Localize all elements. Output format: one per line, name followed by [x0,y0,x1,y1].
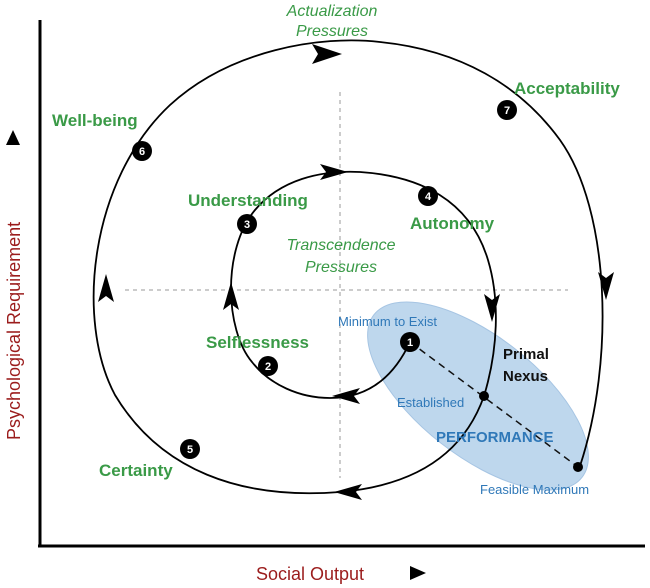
svg-text:2: 2 [265,361,271,373]
performance-line [409,341,579,468]
transcendence-line1: Transcendence [286,237,395,254]
x-axis-arrow-icon [410,566,426,580]
minimum-to-exist-label: Minimum to Exist [338,314,437,329]
established-label: Established [397,395,464,410]
svg-text:6: 6 [139,146,145,158]
actualization-line1: Actualization [286,3,378,20]
svg-text:1: 1 [407,337,413,349]
label-certainty: Certainty [99,461,173,480]
label-understanding: Understanding [188,191,308,210]
primal-label: Primal [503,346,549,363]
inner-spiral [230,170,497,399]
x-axis-label: Social Output [256,564,364,584]
arrow-top [312,44,342,64]
svg-text:7: 7 [504,105,510,117]
stage-marker-7: 7 [497,100,517,120]
arrow-inner-left [223,282,239,310]
y-axis-arrow-icon [6,130,20,145]
stage-marker-3: 3 [237,214,257,234]
label-selflessness: Selflessness [206,333,309,352]
svg-text:4: 4 [425,191,432,203]
performance-title: PERFORMANCE [436,429,554,446]
arrow-bottom [334,484,362,500]
actualization-line2: Pressures [296,23,368,40]
y-axis-label: Psychological Requirement [4,222,24,440]
established-dot [479,391,489,401]
stage-marker-5: 5 [180,439,200,459]
max-dot [573,462,583,472]
arrow-inner-bottom [332,388,360,404]
label-well-being: Well-being [52,111,138,130]
stage-marker-2: 2 [258,356,278,376]
svg-text:3: 3 [244,219,250,231]
arrow-left [98,274,114,302]
arrow-inner-right [484,294,500,322]
nexus-label: Nexus [503,368,548,385]
outer-spiral [92,39,604,495]
label-autonomy: Autonomy [410,214,495,233]
label-acceptability: Acceptability [514,79,620,98]
transcendence-line2: Pressures [305,259,377,276]
stage-marker-6: 6 [132,141,152,161]
stage-marker-4: 4 [418,186,438,206]
performance-zone [367,301,589,491]
arrow-right [598,272,614,300]
svg-text:5: 5 [187,444,193,456]
feasible-maximum-label: Feasible Maximum [480,482,589,497]
arrow-inner-top [320,164,348,180]
stage-marker-1: 1 [400,332,420,352]
